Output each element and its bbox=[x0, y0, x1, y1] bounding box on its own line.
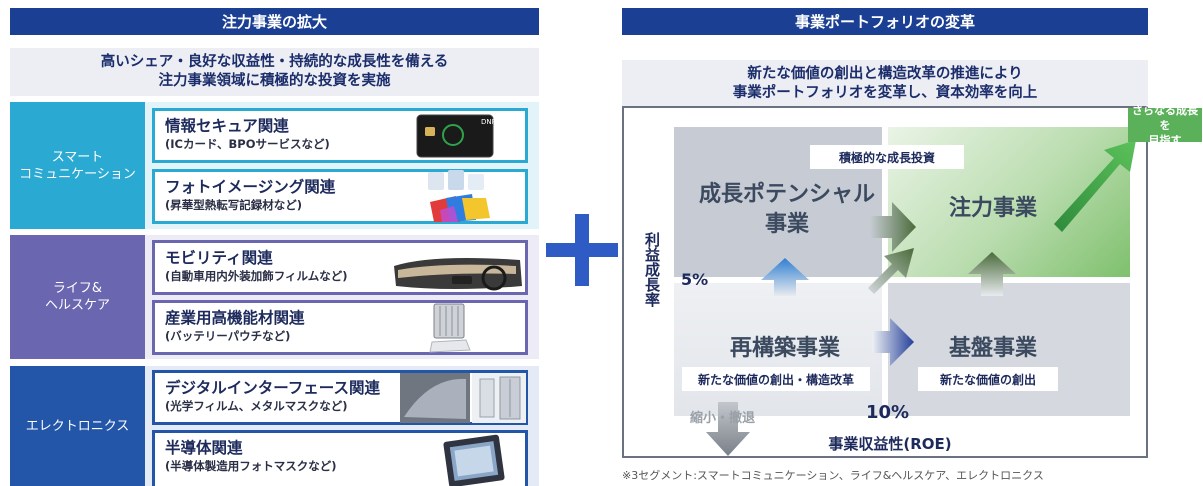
new-value-chip: 新たな価値の創出 bbox=[918, 367, 1058, 391]
shrink-down-arrow bbox=[706, 402, 750, 456]
segment-life-label-line2: ヘルスケア bbox=[44, 298, 110, 313]
segment-smart-label-line1: スマート bbox=[51, 149, 104, 165]
shrink-label: 縮小・撤退 bbox=[690, 411, 756, 426]
segment-elec-label: エレクトロニクス bbox=[10, 366, 145, 486]
quadrant-restructure bbox=[674, 283, 882, 416]
y-threshold-label: 5% bbox=[681, 270, 709, 289]
further-growth-line2: 目指す bbox=[1148, 133, 1182, 147]
battery-pouch-image bbox=[429, 303, 471, 353]
further-growth-label: さらなる成長を 目指す bbox=[1128, 104, 1202, 147]
ic-card-image: DNP bbox=[416, 114, 495, 158]
growth-potential-title-line2: 事業 bbox=[764, 212, 809, 237]
focus-business-title: 注力事業 bbox=[948, 196, 1037, 221]
lead-line-2: 注力事業領域に積極的な投資を実施 bbox=[158, 73, 391, 89]
card-info-secure-title: 情報セキュア関連 bbox=[165, 117, 289, 135]
segment-life-label-line1: ライフ& bbox=[52, 281, 103, 296]
card-photo-imaging-title: フォトイメージング関連 bbox=[165, 178, 336, 196]
card-mobility-sub: (自動車用内外装加飾フィルムなど) bbox=[165, 269, 348, 283]
segment-life-label: ライフ& ヘルスケア bbox=[10, 235, 145, 359]
portfolio-lead: 新たな価値の創出と構造改革の推進により 事業ポートフォリオを変革し、資本効率を向… bbox=[622, 60, 1148, 108]
card-info-secure-sub: (ICカード、BPOサービスなど) bbox=[165, 137, 330, 151]
card-industrial-materials-title: 産業用高機能材関連 bbox=[165, 309, 305, 327]
growth-potential-title-line1: 成長ポテンシャル bbox=[698, 182, 875, 207]
y-axis-label: 利益成長率 bbox=[643, 232, 661, 307]
base-business-title: 基盤事業 bbox=[948, 336, 1037, 361]
right-arrow-top bbox=[870, 202, 916, 252]
portfolio-lead-line-2: 事業ポートフォリオを変革し、資本効率を向上 bbox=[732, 85, 1038, 101]
card-industrial-materials-sub: (バッテリーパウチなど) bbox=[165, 329, 291, 343]
growth-potential-title: 成長ポテンシャル 事業 bbox=[674, 180, 900, 240]
quadrant-base bbox=[888, 283, 1130, 416]
portfolio-banner: 事業ポートフォリオの変革 bbox=[622, 8, 1148, 35]
further-growth-arrow bbox=[1054, 140, 1136, 232]
ic-card-brand: DNP bbox=[481, 118, 495, 126]
optical-film-image bbox=[400, 373, 526, 423]
footnote: ※3セグメント:スマートコミュニケーション、ライフ&ヘルスケア、エレクトロニクス bbox=[622, 469, 1044, 482]
card-digital-interface-title: デジタルインターフェース関連 bbox=[165, 379, 380, 397]
card-digital-interface-sub: (光学フィルム、メタルマスクなど) bbox=[165, 399, 348, 413]
card-semiconductor-sub: (半導体製造用フォトマスクなど) bbox=[165, 459, 337, 473]
plus-sign-horizontal bbox=[546, 243, 618, 257]
card-photo-imaging-sub: (昇華型熱転写記録材など) bbox=[165, 198, 303, 212]
portfolio-lead-line-1: 新たな価値の創出と構造改革の推進により bbox=[747, 66, 1023, 82]
ink-ribbon-image bbox=[428, 170, 490, 222]
segment-elec-label-line1: エレクトロニクス bbox=[25, 418, 130, 434]
x-threshold-label: 10% bbox=[866, 402, 910, 423]
focus-business-lead: 高いシェア・良好な収益性・持続的な成長性を備える 注力事業領域に積極的な投資を実… bbox=[10, 48, 539, 96]
card-mobility-title: モビリティ関連 bbox=[165, 249, 273, 267]
up-arrow-left bbox=[761, 258, 809, 296]
photomask-image bbox=[443, 434, 505, 486]
card-semiconductor-title: 半導体関連 bbox=[165, 439, 243, 457]
further-growth-line1: さらなる成長を bbox=[1132, 103, 1198, 132]
diagonal-arrow bbox=[868, 248, 914, 294]
restructure-title: 再構築事業 bbox=[729, 336, 840, 361]
right-arrow-bottom bbox=[872, 318, 914, 366]
lead-line-1: 高いシェア・良好な収益性・持続的な成長性を備える bbox=[100, 54, 449, 70]
segment-smart-label: スマート コミュニケーション bbox=[10, 102, 145, 229]
segment-smart-label-line2: コミュニケーション bbox=[19, 166, 136, 182]
card-industrial-materials: 産業用高機能材関連 (バッテリーパウチなど) bbox=[152, 300, 528, 355]
growth-investment-chip: 積極的な成長投資 bbox=[810, 145, 964, 169]
portfolio-arrows bbox=[706, 140, 1136, 456]
x-axis-label: 事業収益性(ROE) bbox=[828, 435, 952, 453]
focus-business-banner: 注力事業の拡大 bbox=[10, 8, 539, 35]
up-arrow-right bbox=[968, 252, 1016, 296]
car-dashboard-image bbox=[394, 258, 522, 291]
restructure-chip: 新たな価値の創出・構造改革 bbox=[682, 367, 870, 391]
